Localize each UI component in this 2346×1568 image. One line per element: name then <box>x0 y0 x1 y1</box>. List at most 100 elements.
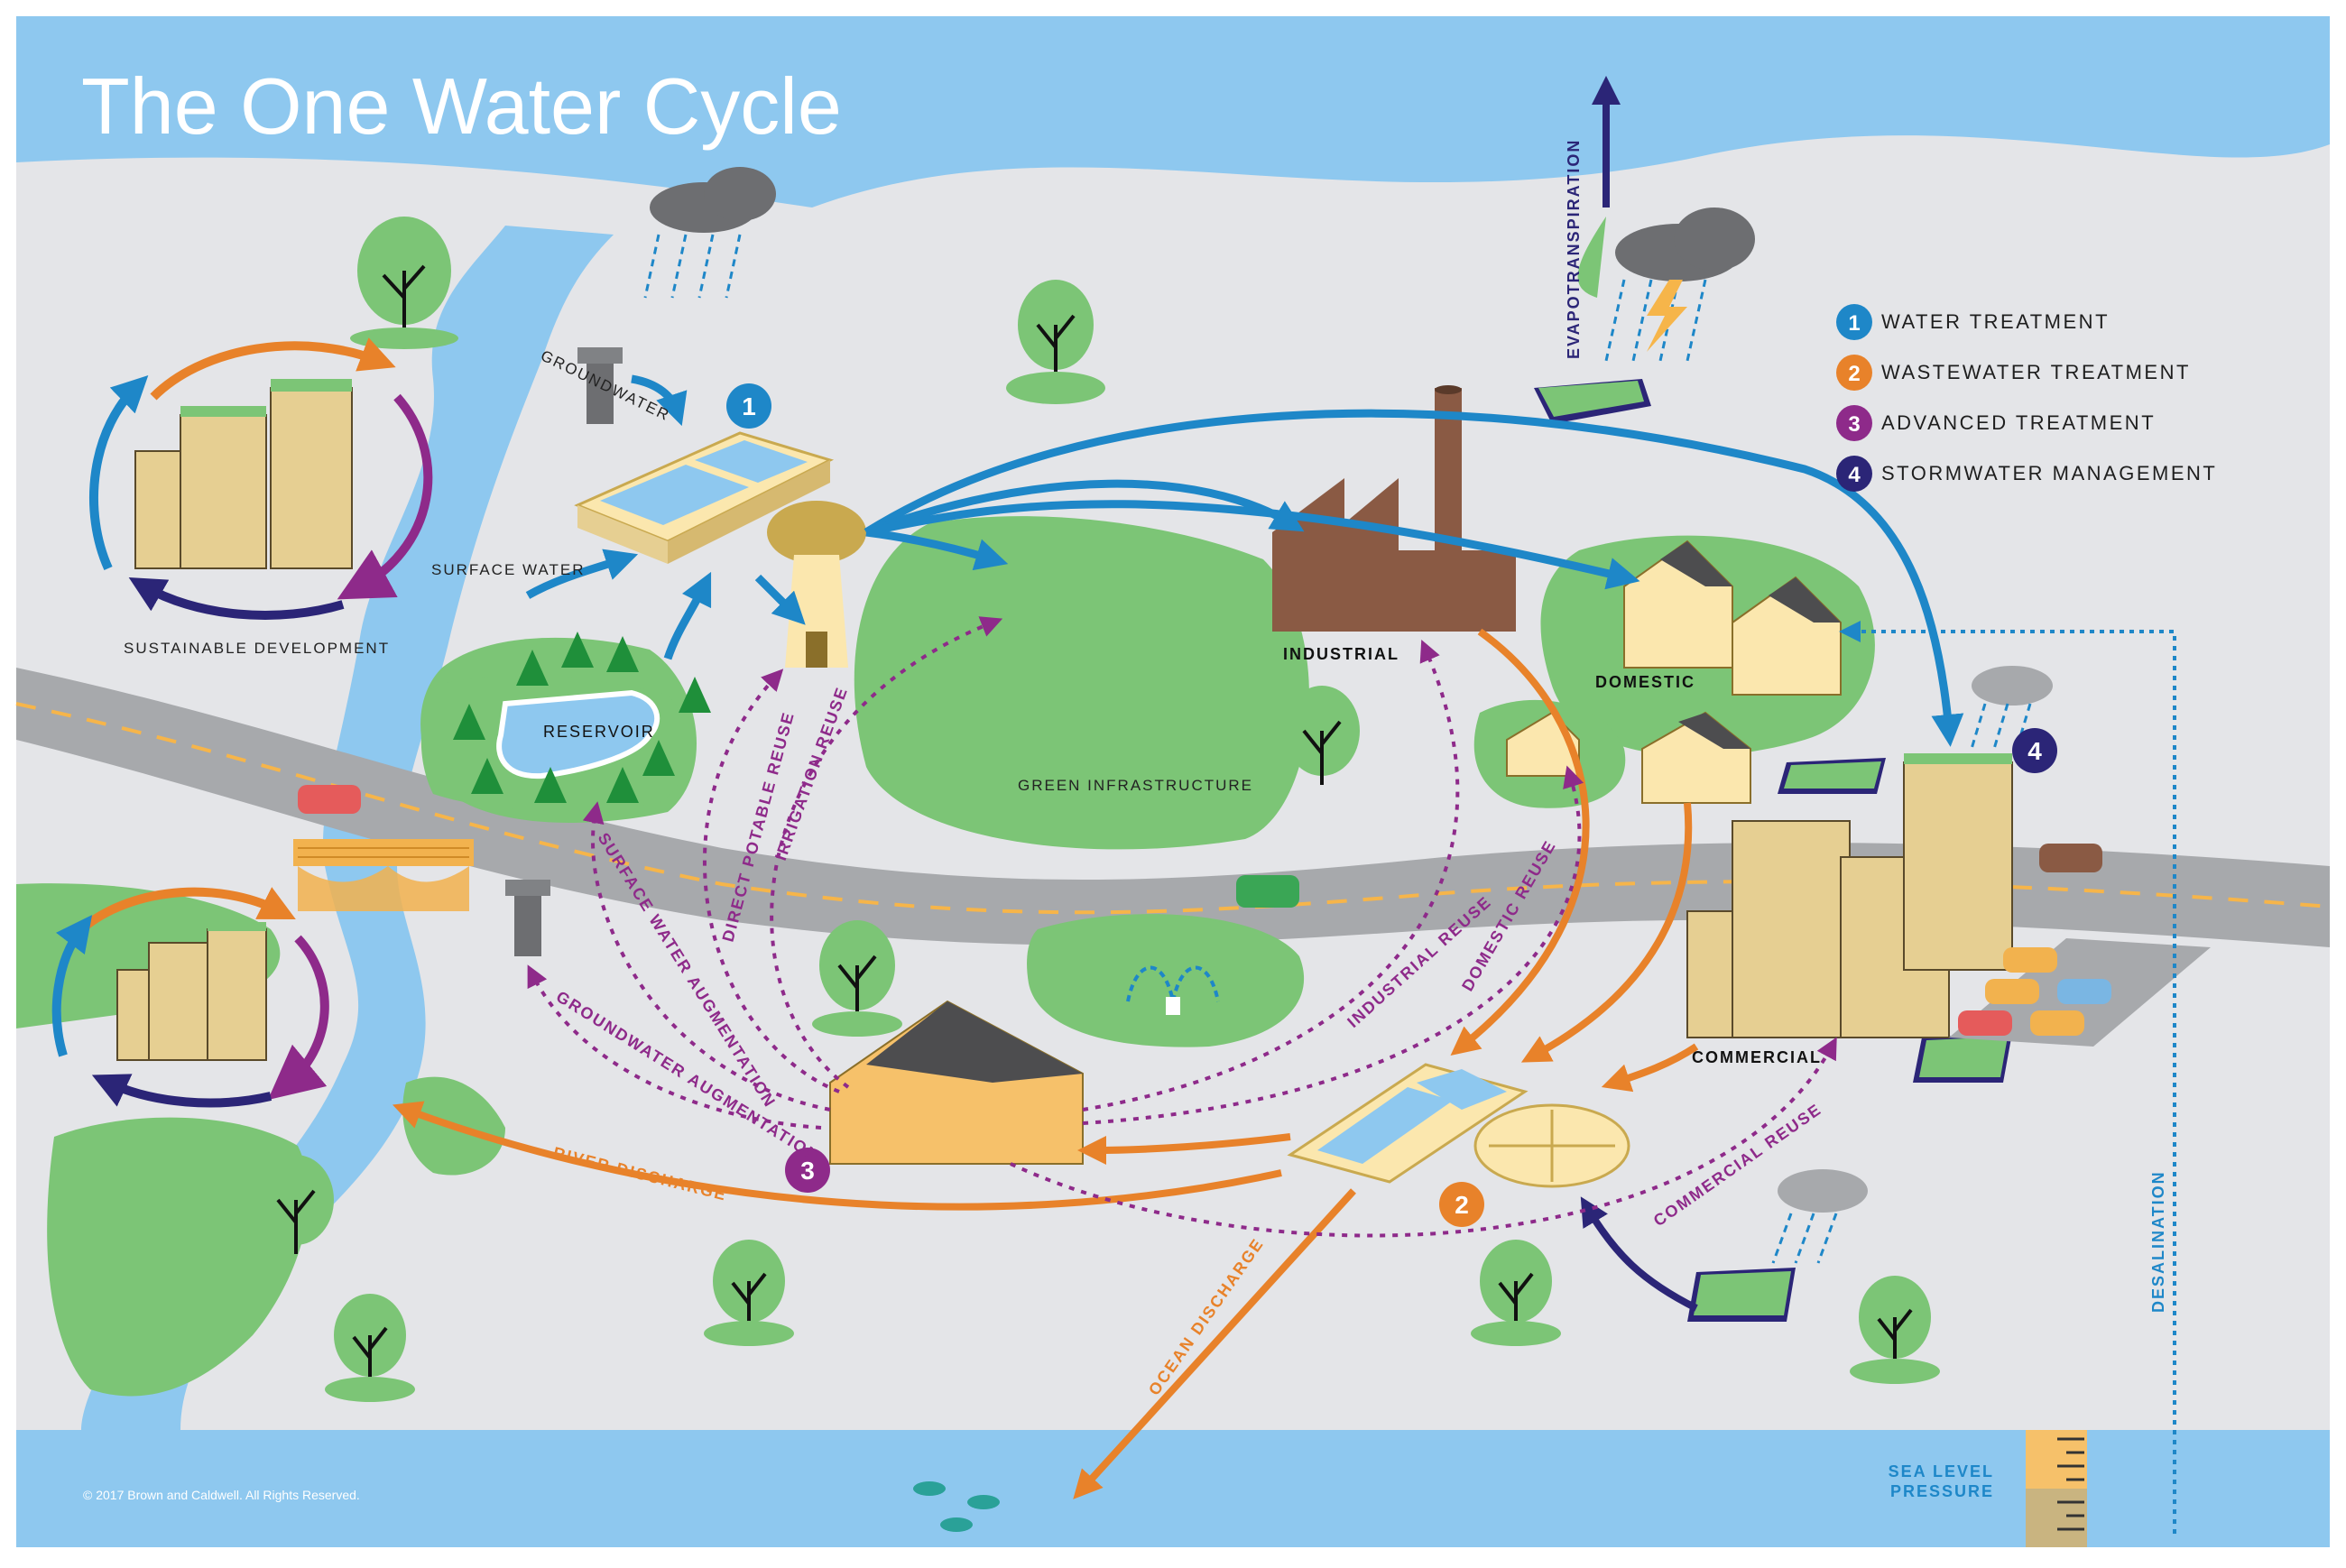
label-green-infrastructure: GREEN INFRASTRUCTURE <box>1018 777 1253 794</box>
tree-icon <box>1471 1240 1561 1346</box>
flow-to-green <box>865 528 1009 571</box>
marker-3: 3 <box>785 1148 830 1193</box>
ocean <box>16 1430 2330 1547</box>
flow-industrial-reuse <box>1082 639 1460 1111</box>
legend-num: 2 <box>1848 362 1860 386</box>
cycle-arrow-purple-lower <box>267 935 329 1101</box>
fish-icon <box>913 1481 1000 1532</box>
cycle-arrow-purple <box>337 393 433 600</box>
flow-industrial-wastewater <box>1450 628 1590 1056</box>
car-icon <box>298 785 361 814</box>
flow-direct-potable-reuse <box>702 669 840 1093</box>
car-icon <box>2039 844 2102 872</box>
legend-item-advanced-treatment: 3 ADVANCED TREATMENT <box>1836 405 2156 441</box>
flow-reservoir <box>663 571 712 660</box>
flow-groundwater-augmentation <box>527 964 822 1130</box>
flow-river-discharge <box>392 1101 1282 1211</box>
advanced-treatment-building <box>829 1000 1084 1165</box>
flow-ocean-discharge <box>1073 1188 1356 1499</box>
flow-to-industrial <box>864 479 1305 537</box>
cycle-arrow-blue <box>88 375 149 571</box>
label-sea-level: SEA LEVEL <box>1889 1462 1994 1480</box>
tree-icon <box>258 1155 334 1254</box>
reservoir-area <box>420 632 711 811</box>
marker-2-text: 2 <box>1455 1191 1469 1219</box>
label-domestic: DOMESTIC <box>1595 673 1695 691</box>
rain-cloud-icon <box>643 167 776 299</box>
flow-surface-water <box>525 549 639 599</box>
flow-stormwater <box>1580 1196 1698 1312</box>
cycle-arrow-navy-lower <box>91 1074 272 1108</box>
legend-num: 1 <box>1848 311 1860 336</box>
reuse-flows <box>527 616 1837 1238</box>
cycle-arrow-blue-lower <box>51 915 93 1057</box>
lightning-cloud-icon <box>1604 208 1755 362</box>
flow-to-advanced <box>1077 1133 1291 1165</box>
label-pressure: PRESSURE <box>1890 1482 1994 1500</box>
sustainable-development-building <box>134 379 353 569</box>
copyright: © 2017 Brown and Caldwell. All Rights Re… <box>83 1488 360 1502</box>
label-evapotranspiration: EVAPOTRANSPIRATION <box>1565 139 1583 359</box>
pump-icon <box>577 347 623 424</box>
marker-1: 1 <box>726 383 771 429</box>
legend-label: ADVANCED TREATMENT <box>1881 411 2156 434</box>
car-icon <box>1236 875 1299 908</box>
flow-distribution-far <box>864 409 1964 747</box>
rain-cloud-icon <box>1771 1169 1868 1264</box>
legend-item-water-treatment: 1 WATER TREATMENT <box>1836 304 2110 340</box>
flow-domestic-wastewater <box>1520 802 1693 1063</box>
bridge <box>293 839 474 911</box>
label-surface-water: SURFACE WATER <box>431 561 586 578</box>
legend-label: WASTEWATER TREATMENT <box>1881 361 2191 383</box>
marker-4-text: 4 <box>2027 737 2042 765</box>
stormwater-planter <box>1534 379 1651 424</box>
legend: 1 WATER TREATMENT 2 WASTEWATER TREATMENT… <box>1836 304 2217 492</box>
pump-icon <box>505 880 550 956</box>
tree-icon <box>1006 280 1105 404</box>
commercial-buildings <box>1686 753 2013 1038</box>
flow-desalination <box>1839 621 2176 1534</box>
label-reservoir: RESERVOIR <box>543 723 655 741</box>
flow-to-tower <box>754 574 806 625</box>
legend-label: WATER TREATMENT <box>1881 310 2110 333</box>
tree-icon <box>325 1294 415 1402</box>
sustainable-development-building-lower <box>116 922 267 1061</box>
stormwater-planter <box>1913 1033 2012 1083</box>
label-desalination: DESALINATION <box>2149 1170 2167 1313</box>
car-icon <box>1958 947 2111 1036</box>
cycle-arrow-orange <box>150 337 396 401</box>
legend-label: STORMWATER MANAGEMENT <box>1881 462 2217 484</box>
marker-4: 4 <box>2012 728 2057 773</box>
domestic-houses <box>1506 540 1842 804</box>
marker-2: 2 <box>1439 1182 1484 1227</box>
wastewater-treatment-plant <box>1287 1063 1630 1188</box>
label-commercial: COMMERCIAL <box>1692 1048 1822 1066</box>
marker-3-text: 3 <box>800 1157 815 1185</box>
stormwater-planter <box>1687 1268 1796 1322</box>
stormwater-planter <box>1778 758 1886 794</box>
flow-to-domestic <box>865 500 1640 590</box>
flow-commercial-wastewater <box>1601 1043 1699 1093</box>
tree-icon <box>704 1240 794 1346</box>
water-treatment-plant <box>574 431 835 564</box>
legend-num: 3 <box>1848 412 1860 437</box>
legend-item-stormwater-management: 4 STORMWATER MANAGEMENT <box>1836 456 2217 492</box>
flow-groundwater <box>631 374 688 427</box>
label-sustainable-development: SUSTAINABLE DEVELOPMENT <box>124 640 390 657</box>
flow-irrigation-reuse <box>770 616 1003 1089</box>
flow-commercial-reuse <box>1010 1037 1837 1238</box>
legend-num: 4 <box>1848 463 1861 487</box>
cycle-arrow-orange-lower <box>69 887 296 942</box>
tree-icon <box>1284 686 1360 785</box>
sea-level-gauge <box>2026 1430 2087 1547</box>
cycle-arrow-navy <box>128 577 345 620</box>
marker-1-text: 1 <box>742 392 756 420</box>
page-title: The One Water Cycle <box>81 61 842 151</box>
flow-domestic-reuse <box>1082 765 1584 1125</box>
water-tower <box>767 501 866 668</box>
label-industrial: INDUSTRIAL <box>1283 645 1399 663</box>
tree-icon <box>1850 1276 1940 1384</box>
tree-icon <box>812 920 902 1037</box>
